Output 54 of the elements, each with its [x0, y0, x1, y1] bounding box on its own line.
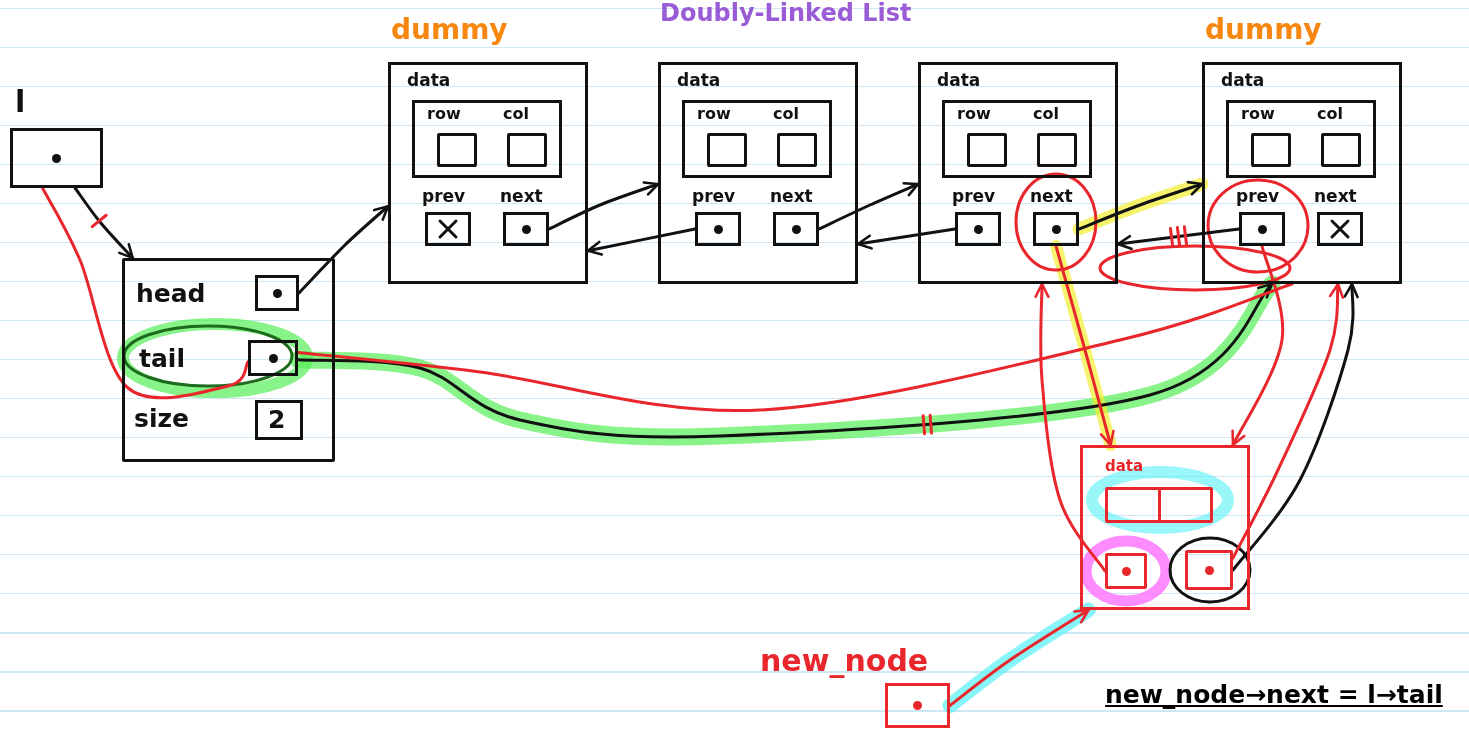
field-label: data — [937, 71, 981, 90]
field-label: data — [1105, 458, 1144, 475]
field-label: col — [503, 105, 529, 123]
field-label: prev — [422, 187, 466, 206]
arrow — [297, 204, 390, 295]
field-label: prev — [692, 187, 736, 206]
field-label: col — [773, 105, 799, 123]
pointer-cell — [1185, 550, 1233, 590]
data-struct-box — [1105, 487, 1213, 523]
list-node-box — [918, 62, 1118, 284]
arrow — [1034, 282, 1107, 573]
list-struct-box — [122, 258, 335, 462]
arrow — [547, 181, 660, 231]
arrow — [73, 186, 135, 260]
data-struct-box — [942, 100, 1092, 178]
field-label: data — [1221, 71, 1265, 90]
arrow — [1231, 282, 1360, 572]
list-node-box — [658, 62, 858, 284]
field-label: row — [1241, 105, 1275, 123]
field-label: data — [407, 71, 451, 90]
node-caption: dummy — [391, 15, 508, 46]
arrow — [856, 227, 957, 250]
field-label: col — [1317, 105, 1343, 123]
field-label: next — [1030, 187, 1073, 206]
field-label: size — [134, 405, 189, 433]
variable-name: new_node — [760, 644, 929, 677]
data-struct-box — [1226, 100, 1376, 178]
field-value: 2 — [268, 406, 286, 434]
arrow — [1116, 227, 1241, 251]
field-label: prev — [952, 187, 996, 206]
arrow — [817, 182, 920, 231]
field-label: tail — [139, 345, 185, 373]
field-label: col — [1033, 105, 1059, 123]
variable-name: l — [15, 85, 26, 118]
arrow — [948, 608, 1090, 707]
arrow — [1231, 282, 1345, 560]
pointer-cell — [1105, 553, 1147, 589]
node-caption: dummy — [1205, 15, 1322, 46]
field-label: next — [1314, 187, 1357, 206]
equation-text: new_node→next = l→tail — [1105, 680, 1443, 710]
field-label: data — [677, 71, 721, 90]
field-label: next — [770, 187, 813, 206]
field-label: next — [500, 187, 543, 206]
field-label: prev — [1236, 187, 1280, 206]
field-label: row — [427, 105, 461, 123]
arrow — [586, 227, 697, 256]
field-label: row — [957, 105, 991, 123]
data-struct-box — [412, 100, 562, 178]
arrow — [1231, 244, 1285, 447]
field-label: head — [136, 280, 206, 308]
data-struct-box — [682, 100, 832, 178]
field-label: row — [697, 105, 731, 123]
diagram-title: Doubly-Linked List — [660, 0, 912, 27]
new-node-box — [1080, 445, 1250, 610]
